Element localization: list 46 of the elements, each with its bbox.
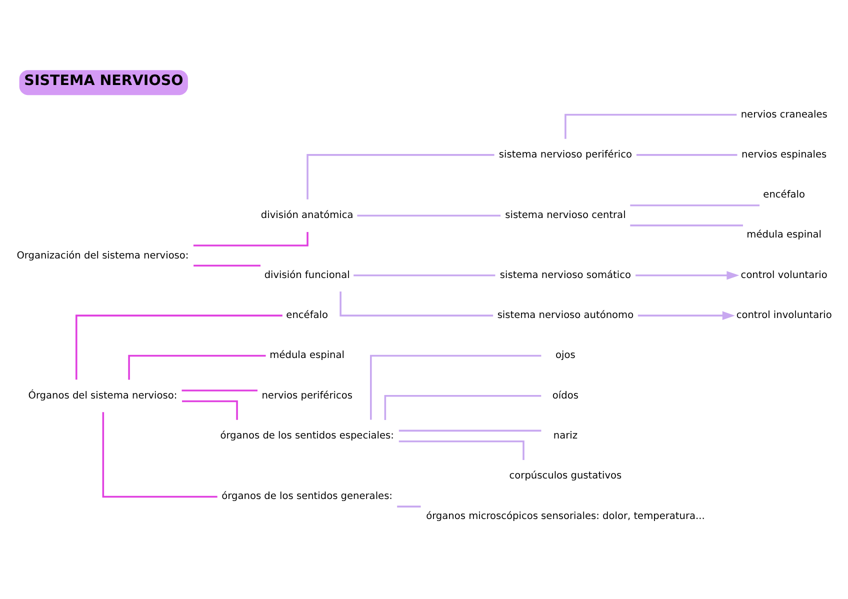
diagram-title: SISTEMA NERVIOSO — [24, 73, 184, 90]
connector — [102, 412, 218, 498]
node-text: control voluntario — [740, 270, 828, 281]
node-text: nervios espinales — [742, 149, 827, 160]
connector — [128, 354, 266, 380]
connector — [76, 314, 282, 380]
connector — [397, 506, 421, 508]
connector — [370, 354, 542, 420]
node-text: nervios craneales — [740, 109, 828, 120]
node-text: sistema nervioso somático — [500, 270, 631, 281]
node-text: ojos — [556, 350, 576, 362]
node-text: médula espinal — [746, 230, 822, 241]
node-text: Organización del sistema nervioso: — [16, 250, 189, 262]
node-text: corpúsculos gustativos — [509, 470, 622, 482]
connector — [194, 264, 260, 266]
node-text: oídos — [552, 390, 578, 402]
connector — [340, 292, 494, 316]
connector — [357, 214, 501, 216]
connector — [306, 154, 494, 200]
connector — [398, 430, 542, 432]
node-text: sistema nervioso autónomo — [497, 310, 634, 322]
connector — [398, 440, 524, 460]
node-text: órganos de los sentidos generales: — [222, 491, 392, 502]
connector — [384, 395, 542, 420]
connector — [182, 400, 238, 420]
connector — [182, 390, 258, 392]
node-text: médula espinal — [270, 350, 345, 362]
connector — [354, 274, 496, 276]
connector — [630, 224, 743, 226]
connector — [564, 114, 737, 139]
node-text: órganos microscópicos sensoriales: dolor, temperatura... — [426, 510, 705, 522]
node-text: nariz — [553, 430, 578, 442]
node-text: división funcional — [264, 270, 350, 281]
node-text: sistema nervioso periférico — [498, 149, 632, 160]
node-text: encéfalo — [763, 190, 806, 201]
node-text: sistema nervioso central — [505, 210, 626, 222]
node-text: división anatómica — [260, 210, 354, 222]
node-text: órganos de los sentidos especiales: — [220, 430, 394, 442]
node-text: encéfalo — [286, 310, 328, 322]
arrow — [636, 271, 740, 280]
node-text: nervios periféricos — [262, 390, 352, 402]
node-text: control involuntario — [736, 310, 832, 322]
connector — [630, 204, 760, 206]
connector — [636, 154, 738, 156]
arrow — [638, 311, 735, 320]
node-text: Órganos del sistema nervioso: — [28, 390, 178, 402]
